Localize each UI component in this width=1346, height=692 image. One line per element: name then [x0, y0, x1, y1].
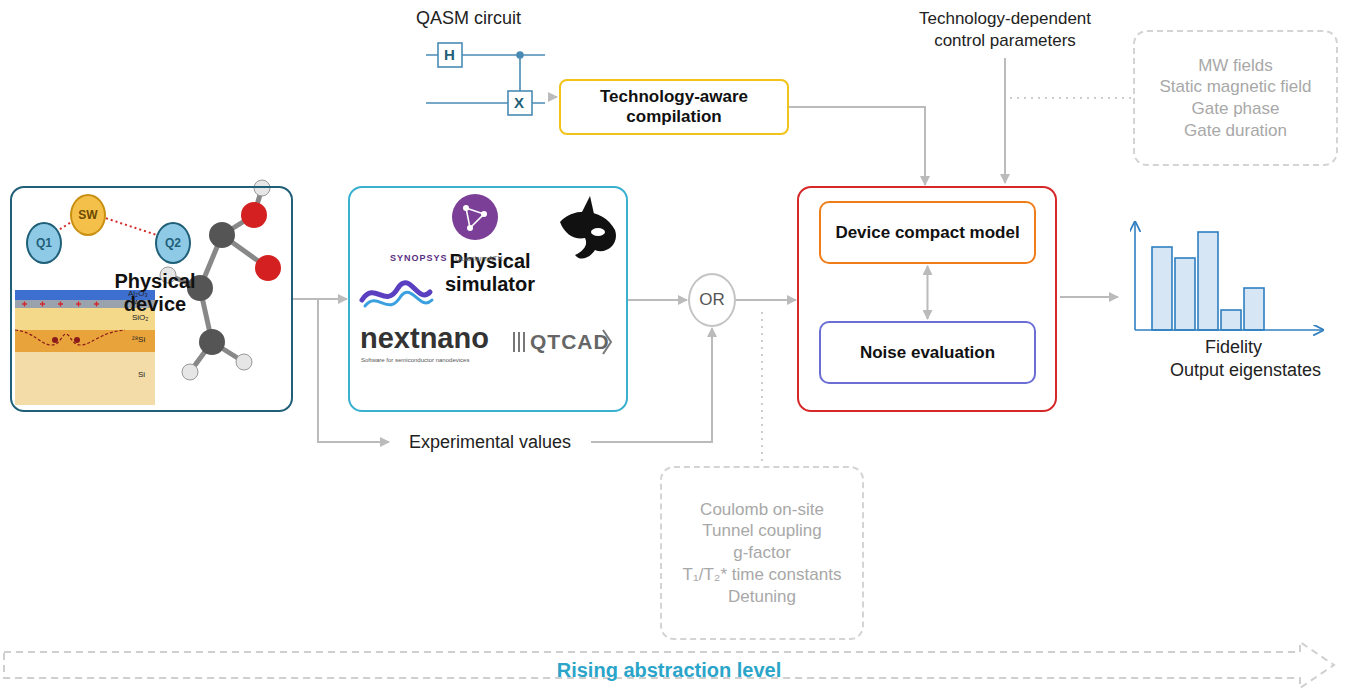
connector — [927, 266, 929, 319]
quantumatk-logo — [452, 194, 498, 240]
text-holder: Device compact model — [821, 203, 1034, 262]
process-box: Device compact model — [819, 201, 1036, 264]
parameter-box: MW fieldsStatic magnetic fieldGate phase… — [1133, 30, 1338, 166]
simulator-box: Physical simulator — [348, 186, 628, 412]
circuit-arrow — [548, 96, 557, 98]
histogram — [1135, 222, 1323, 330]
text-holder: MW fieldsStatic magnetic fieldGate phase… — [1135, 32, 1336, 164]
dotted-leader — [761, 312, 763, 464]
text-holder: Coulomb on-siteTunnel couplingg-factorT₁… — [662, 468, 862, 638]
text-holder: Noise evaluation — [821, 323, 1034, 382]
orca-logo — [560, 196, 616, 259]
node-text: Technology-aware compilation — [561, 87, 787, 126]
node-text: SW — [78, 208, 97, 222]
label: SiO₂ — [132, 313, 148, 322]
node-text: Device compact model — [835, 223, 1019, 243]
dotted-leader — [1010, 97, 1131, 99]
coupling-lines — [43, 212, 172, 240]
process-box: Noise evaluation — [819, 321, 1036, 384]
node-text: OR — [699, 290, 725, 310]
process-box: Technology-aware compilation — [559, 79, 789, 135]
input-text: Experimental values — [392, 424, 588, 460]
node-text: Coulomb on-site — [700, 499, 824, 521]
node-text: Gate duration — [1184, 120, 1287, 142]
swirl-logo — [362, 283, 432, 306]
connector — [736, 299, 796, 301]
text-holder: Physical device — [100, 270, 210, 316]
node-text: Experimental values — [409, 432, 571, 453]
or-circle: OR — [688, 273, 736, 327]
abstraction-arrow: Rising abstraction level — [2, 640, 1336, 692]
node-text: g-factor — [733, 542, 791, 564]
output-arrow — [1060, 296, 1118, 298]
switch-circle: SW — [70, 194, 106, 236]
label: Al₂O₃ — [128, 289, 148, 298]
node-text: Static magnetic field — [1159, 76, 1311, 98]
label: QASM circuit — [416, 8, 521, 29]
node-text: MW fields — [1198, 55, 1273, 77]
label: H — [444, 46, 455, 63]
node-text: T₁/T₂* time constants — [683, 564, 842, 586]
node-text: Rising abstraction level — [557, 659, 782, 682]
device-box: Physical device Q1 SW Q2 — [10, 186, 293, 412]
node-text: Detuning — [728, 586, 796, 608]
label: Fidelity — [1205, 337, 1262, 358]
label: QuantumATK — [455, 254, 503, 263]
qtcad-logo — [514, 330, 611, 354]
node-text: Physical device — [100, 270, 210, 316]
label: Output eigenstates — [1170, 360, 1321, 381]
model-container: Device compact modelNoise evaluation — [797, 186, 1057, 412]
node-text: Gate phase — [1192, 98, 1280, 120]
label: Software for semiconductor nanodevices — [361, 357, 469, 363]
node-text: Noise evaluation — [860, 343, 995, 363]
text-holder: OR — [690, 275, 734, 325]
qasm-circuit — [426, 43, 545, 115]
qubit-circle: Q2 — [155, 222, 191, 264]
label: Al — [134, 299, 140, 306]
label: nextnano — [360, 322, 489, 355]
parameter-box: Coulomb on-siteTunnel couplingg-factorT₁… — [660, 466, 864, 640]
text-holder: Experimental values — [392, 424, 588, 460]
label: QTCAD — [530, 330, 610, 354]
node-text: Q2 — [165, 236, 181, 250]
label: SYNOPSYS — [390, 253, 448, 263]
text-holder: Rising abstraction level — [2, 640, 1336, 692]
qubit-circle: Q1 — [26, 222, 62, 264]
connector — [293, 299, 389, 442]
connector — [789, 107, 925, 185]
text-holder: SW — [72, 196, 104, 234]
node-text: Tunnel coupling — [702, 520, 821, 542]
connector — [628, 299, 687, 301]
label: Technology-dependent control parameters — [895, 8, 1115, 52]
label: ²⁸Si — [132, 335, 145, 344]
text-holder: Q1 — [28, 224, 60, 262]
label: X — [514, 94, 524, 111]
text-holder: Q2 — [157, 224, 189, 262]
text-holder: Technology-aware compilation — [561, 81, 787, 133]
control-arrow — [1004, 58, 1006, 183]
label: Si — [138, 370, 145, 379]
node-text: Q1 — [36, 236, 52, 250]
